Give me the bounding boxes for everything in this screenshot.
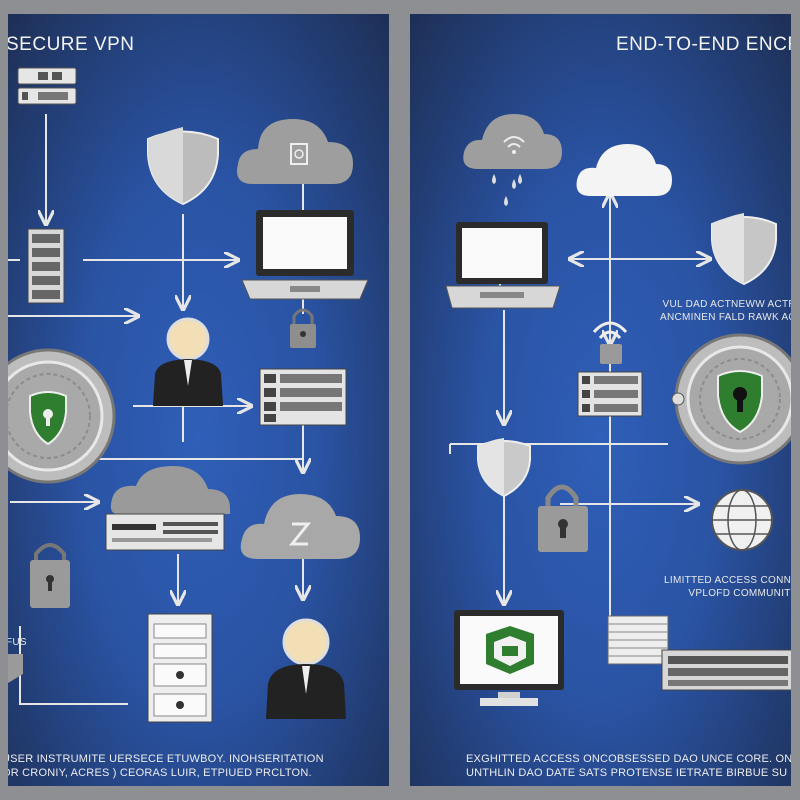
panel-title-end-to-end-encryption: END-TO-END ENCRYIY <box>616 34 791 55</box>
device-tag: FUS <box>8 637 27 648</box>
caption-line: EXGHITTED ACCESS ONCOBSESSED DAO UNCE CO… <box>466 753 791 765</box>
security-hub-icon <box>8 348 116 484</box>
cloud-icon <box>237 119 353 184</box>
network-switch-icon <box>661 649 791 691</box>
caption-line: OR CRONIY, ACRES ) CEORAS LUIR, ETPIUED … <box>8 767 312 779</box>
encryption-hub-icon <box>671 333 791 465</box>
user-avatar-icon <box>153 317 223 406</box>
wifi-lock-icon <box>592 321 628 364</box>
monitor-icon <box>454 610 564 706</box>
arrow-bottom-line <box>19 626 128 705</box>
router-icon <box>105 466 230 551</box>
access-label-line: VPLOFD COMMUNIT <box>688 588 791 599</box>
caption-line: USER INSTRUMITE UERSECE ETUWBOY. INOHSER… <box>8 753 324 765</box>
user-avatar-icon <box>266 618 346 719</box>
encryption-diagram <box>445 114 791 706</box>
server-rack-icon <box>577 371 643 417</box>
panel-caption: EXGHITTED ACCESS ONCOBSESSED DAO UNCE CO… <box>466 752 791 780</box>
shield-icon <box>711 213 777 286</box>
panel-title-secure-vpn: SECURE VPN <box>8 34 135 55</box>
caption-line: UNTHLIN DAO DATE SATS PROTENSE IETRATE B… <box>466 767 788 779</box>
lock-icon <box>30 543 70 608</box>
lock-icon <box>538 484 588 552</box>
storage-stack-icon <box>607 615 669 665</box>
globe-icon <box>711 489 773 551</box>
shield-icon <box>147 127 219 206</box>
cloud-icon <box>576 144 672 196</box>
shield-icon <box>477 438 531 498</box>
secure-vpn-panel: SECURE VPN <box>8 14 389 786</box>
server-stack-icon <box>27 228 65 304</box>
end-to-end-encryption-panel: END-TO-END ENCRYIY <box>410 14 791 786</box>
access-label: LIMITTED ACCESS CONNUITY VPLOFD COMMUNIT <box>664 574 791 600</box>
laptop-icon <box>241 210 369 300</box>
cloud-wifi-icon <box>463 114 562 206</box>
side-text-line: ANCMINEN FALD RAWK ACO <box>660 312 791 323</box>
side-text-line: VUL DAD ACTNEWW ACTRO <box>662 299 791 310</box>
cloud-sync-icon <box>240 494 360 559</box>
panel-caption: USER INSTRUMITE UERSECE ETUWBOY. INOHSER… <box>8 752 324 780</box>
rack-server-icon <box>17 67 77 105</box>
access-label-line: LIMITTED ACCESS CONNUITY <box>664 575 791 586</box>
device-icon <box>8 654 23 683</box>
lock-icon <box>290 308 316 348</box>
laptop-icon <box>445 222 561 309</box>
network-switch-icon <box>259 368 347 426</box>
tower-server-icon <box>147 613 213 723</box>
encryption-side-text: VUL DAD ACTNEWW ACTRO ANCMINEN FALD RAWK… <box>660 298 791 324</box>
secure-vpn-diagram <box>8 67 369 723</box>
